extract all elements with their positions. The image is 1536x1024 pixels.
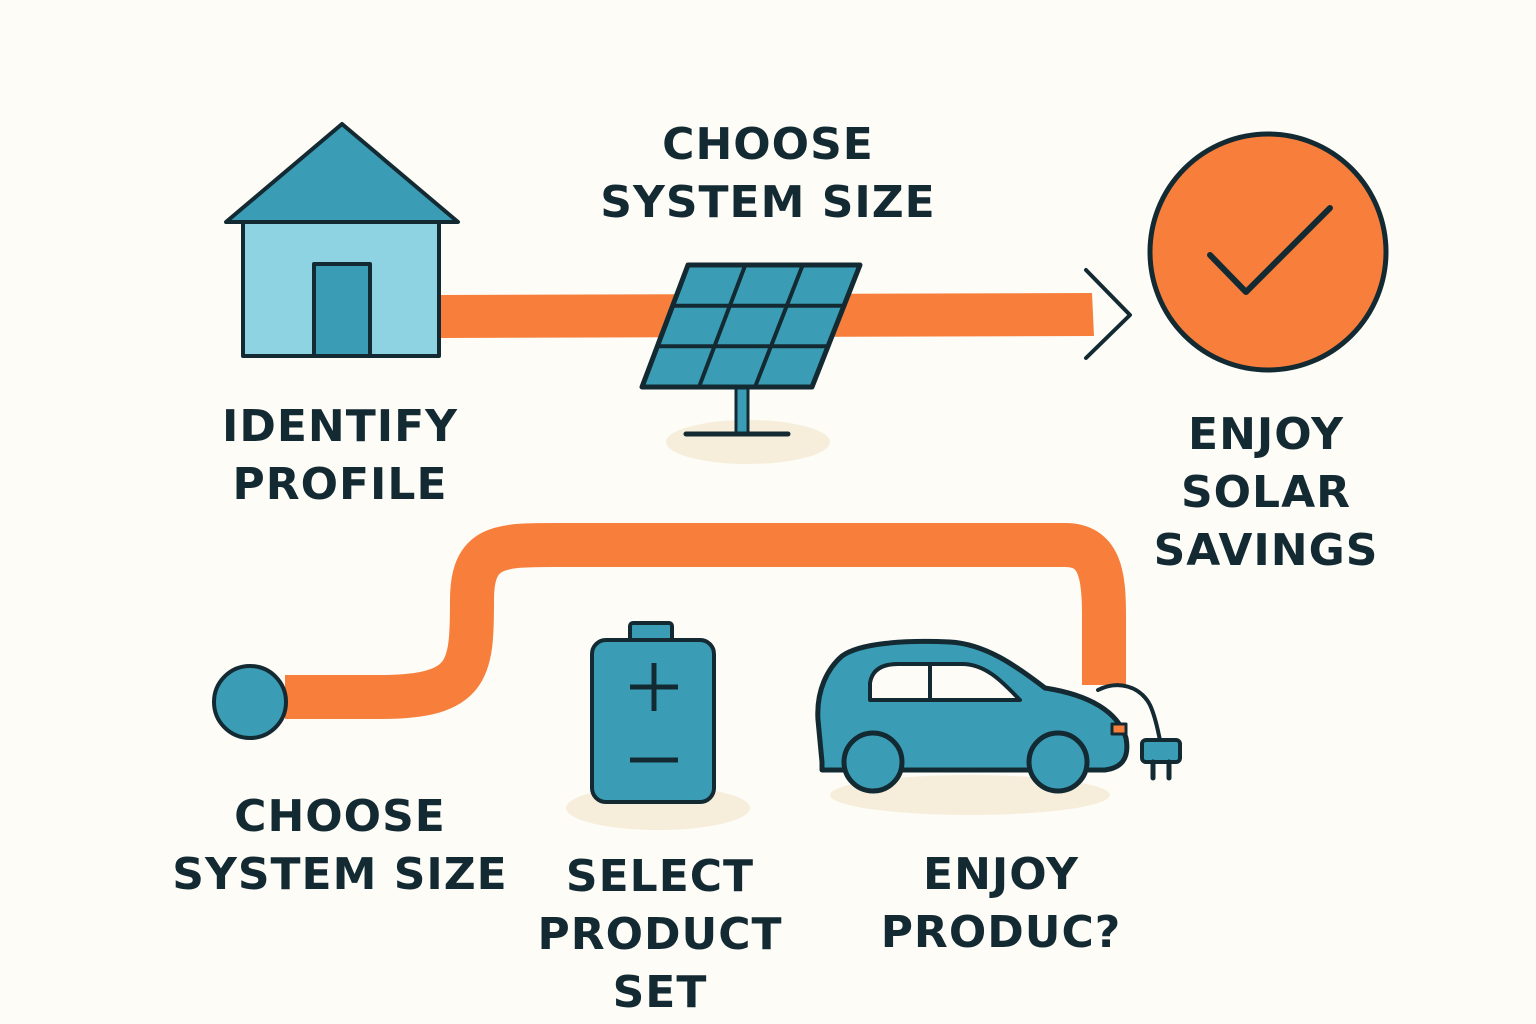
label-select-product-set: SELECT PRODUCT SET: [520, 848, 800, 1022]
label-enjoy-product-line1: ENJOY: [923, 849, 1079, 900]
bottom-path-band: [285, 523, 1126, 719]
label-enjoy-solar-line3: SAVINGS: [1153, 525, 1379, 576]
label-enjoy-solar-savings: ENJOY SOLAR SAVINGS: [1124, 406, 1408, 580]
label-identify-profile: IDENTIFY PROFILE: [180, 398, 500, 514]
checkmark-circle-icon: [1147, 131, 1389, 373]
label-choose-system-size-top: CHOOSE SYSTEM SIZE: [568, 116, 968, 232]
label-identify-line1: IDENTIFY: [221, 401, 459, 452]
label-enjoy-product-line2: PRODUC?: [880, 907, 1122, 958]
label-enjoy-solar-line2: SOLAR: [1180, 467, 1352, 518]
label-choose-bottom-line2: SYSTEM SIZE: [172, 849, 508, 900]
label-choose-bottom-line1: CHOOSE: [234, 791, 446, 842]
battery-icon: [590, 621, 716, 804]
label-choose-system-size-bottom: CHOOSE SYSTEM SIZE: [158, 788, 522, 904]
electric-car-icon: [815, 638, 1130, 794]
label-enjoy-product: ENJOY PRODUC?: [866, 846, 1136, 962]
label-identify-line2: PROFILE: [232, 459, 448, 510]
node-circle-icon: [212, 664, 288, 740]
label-choose-top-line2: SYSTEM SIZE: [600, 177, 936, 228]
label-choose-top-line1: CHOOSE: [662, 119, 874, 170]
plug-icon: [1096, 683, 1182, 781]
top-arrow-head: [1084, 268, 1132, 360]
panel-shadow: [666, 420, 830, 464]
solar-panel-icon: [639, 262, 863, 437]
label-select-line3: SET: [612, 967, 708, 1018]
label-select-line2: PRODUCT: [537, 909, 783, 960]
house-icon: [224, 122, 460, 358]
label-select-line1: SELECT: [565, 851, 755, 902]
label-enjoy-solar-line1: ENJOY: [1188, 409, 1344, 460]
